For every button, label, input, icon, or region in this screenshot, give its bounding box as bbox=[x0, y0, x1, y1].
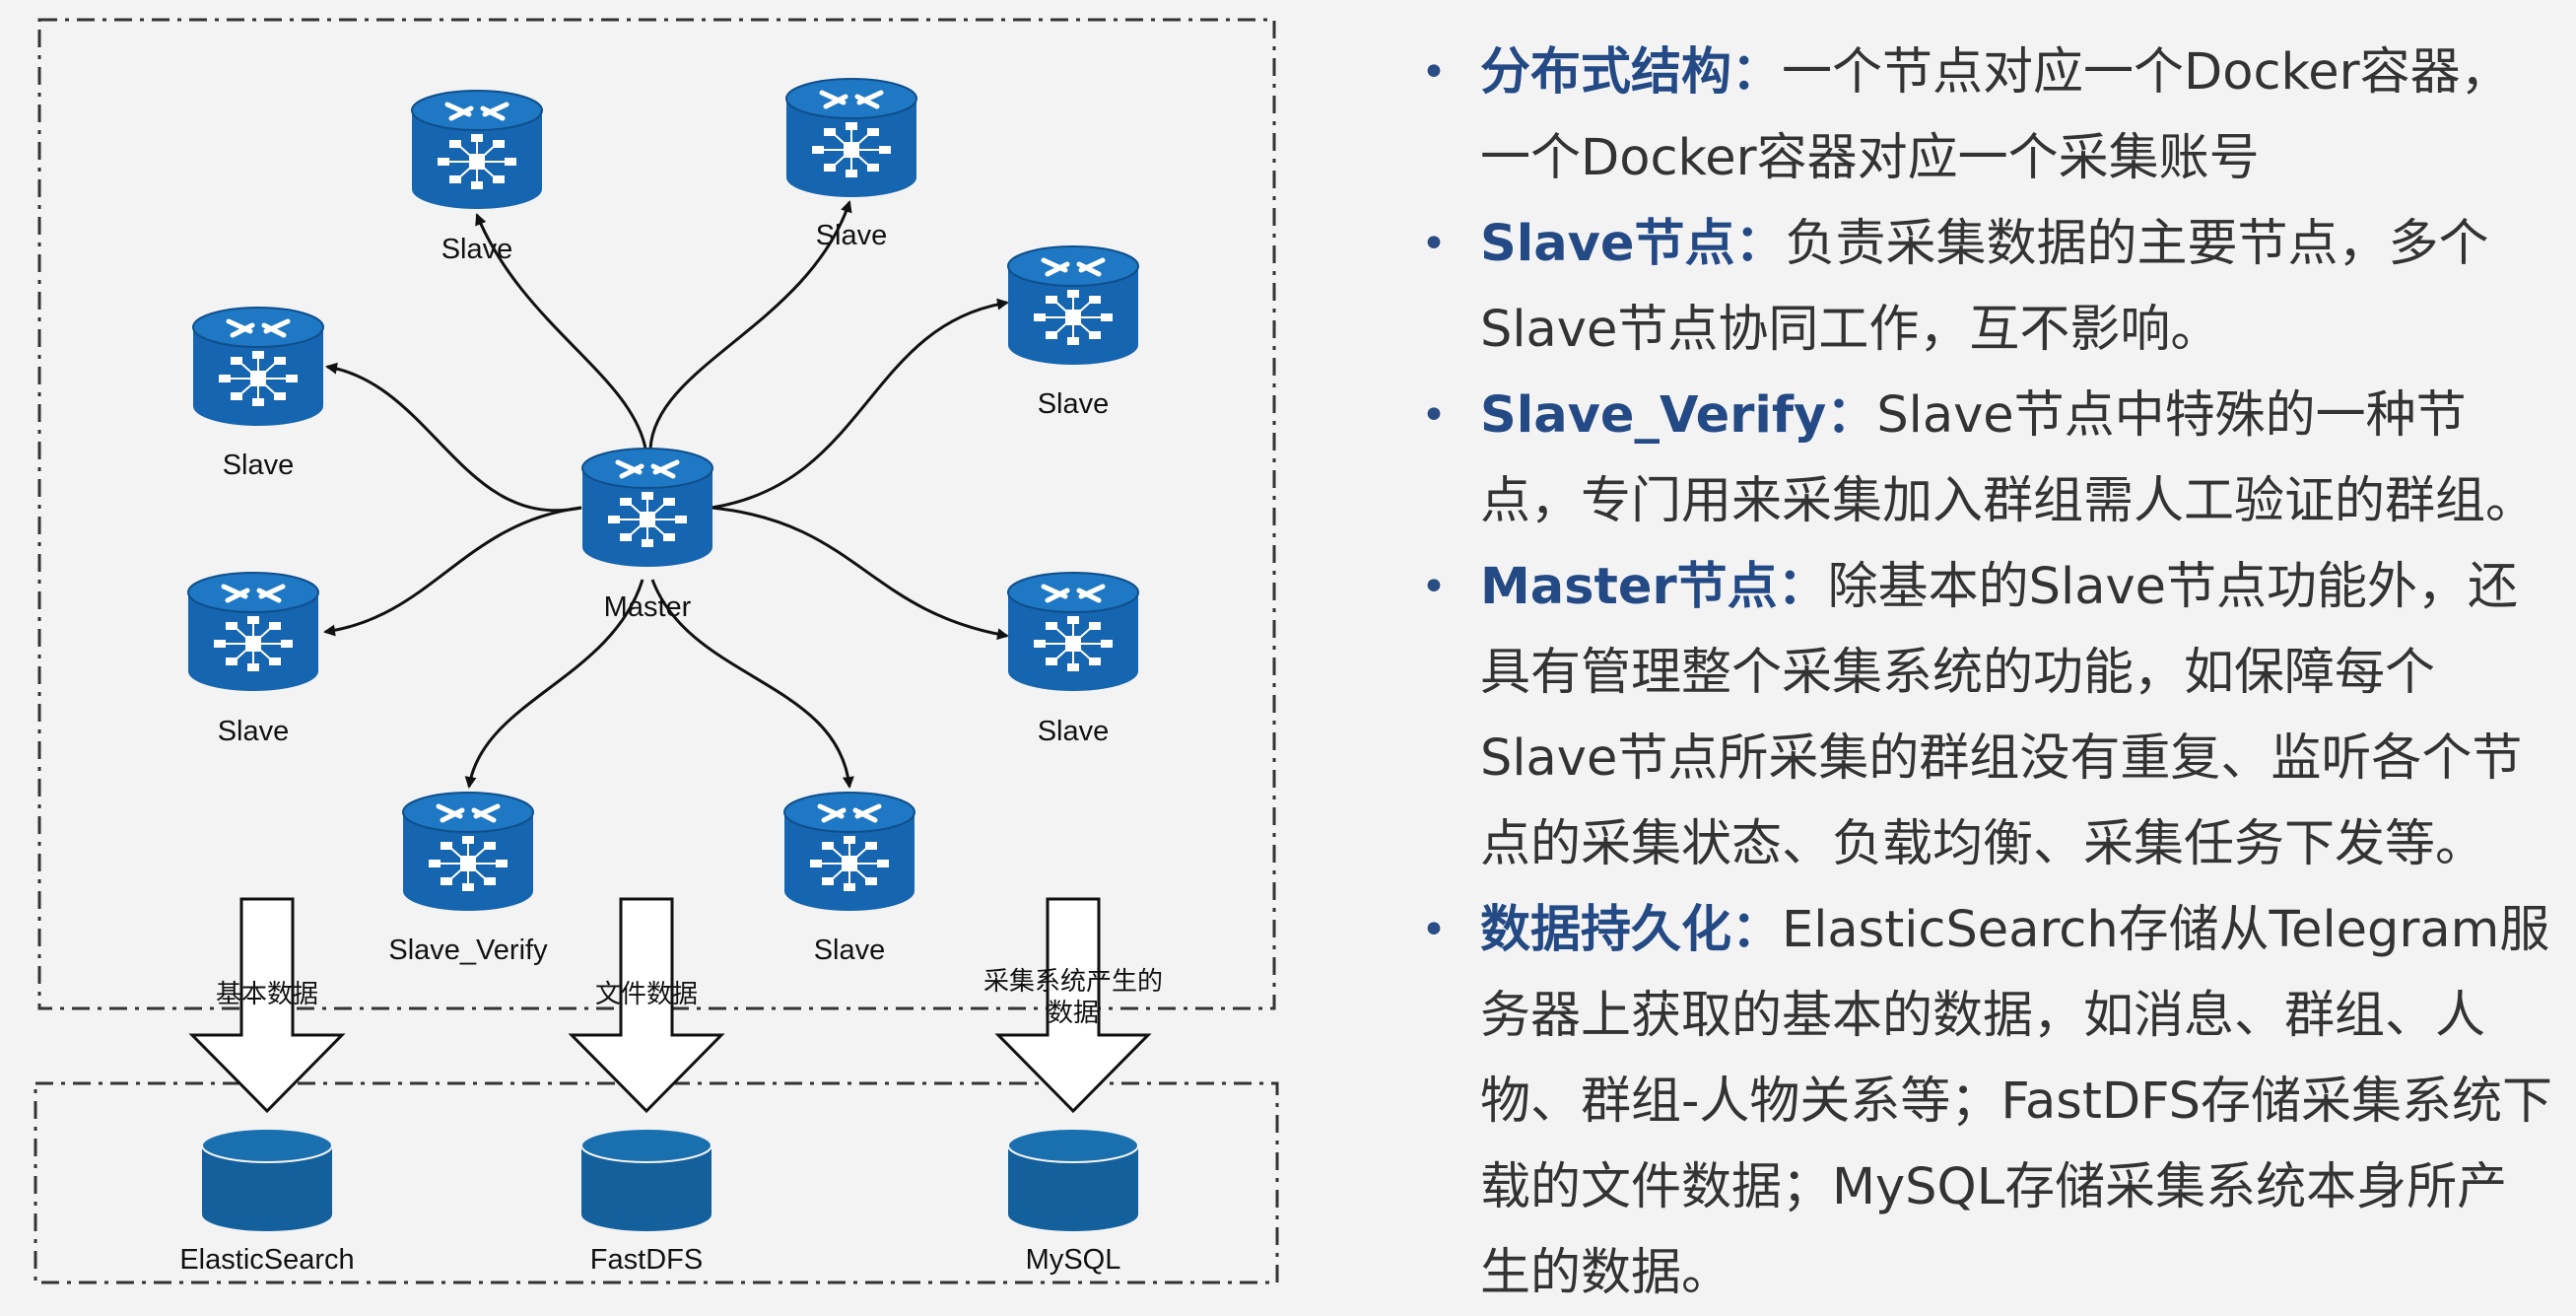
feature-list: • 分布式结构：一个节点对应一个Docker容器，一个Docker容器对应一个采集… bbox=[1421, 30, 2554, 1316]
bullet-term: Master节点： bbox=[1480, 558, 1828, 616]
node-label-slave-verify: Slave_Verify bbox=[388, 935, 548, 966]
bullet-dot: • bbox=[1421, 390, 1447, 441]
router-icon bbox=[192, 307, 324, 426]
router-icon bbox=[411, 90, 543, 209]
database-icon bbox=[580, 1128, 712, 1231]
flow-label: 基本数据 bbox=[216, 979, 318, 1008]
store-label-fastdfs: FastDFS bbox=[590, 1244, 703, 1276]
database-icon bbox=[1007, 1128, 1139, 1231]
bullet-persistence: • 数据持久化：ElasticSearch存储从Telegram服务器上获取的基本… bbox=[1421, 887, 2554, 1316]
flow-label: 文件数据 bbox=[595, 979, 698, 1008]
node-label-slave-top-right: Slave bbox=[816, 220, 888, 251]
bullet-term: Slave节点： bbox=[1480, 215, 1786, 273]
router-icon bbox=[581, 448, 713, 567]
edge-master-to-slave-left-lower bbox=[323, 506, 582, 637]
bullet-dot: • bbox=[1421, 905, 1447, 955]
bullet-distributed: • 分布式结构：一个节点对应一个Docker容器，一个Docker容器对应一个采集… bbox=[1421, 30, 2554, 201]
flow-label: 数据 bbox=[1048, 998, 1099, 1027]
database-icon bbox=[201, 1128, 333, 1231]
node-label-slave-top-left: Slave bbox=[441, 234, 513, 265]
down-arrow-icon bbox=[568, 897, 725, 1114]
bullet-term: 数据持久化： bbox=[1480, 901, 1783, 959]
cluster-frame bbox=[37, 18, 1276, 1010]
edge-master-to-slave-right-upper bbox=[711, 298, 1009, 510]
bullet-slave: • Slave节点：负责采集数据的主要节点，多个Slave节点协同工作，互不影响。 bbox=[1421, 201, 2554, 373]
node-label-slave-left-upper: Slave bbox=[223, 450, 295, 481]
down-arrow-icon bbox=[188, 897, 346, 1114]
flow-label: 采集系统产生的 bbox=[983, 966, 1163, 996]
storage-frame bbox=[34, 1081, 1279, 1284]
edge-master-to-slave-top-left bbox=[475, 213, 647, 450]
bullet-term: 分布式结构： bbox=[1480, 43, 1783, 102]
edge-master-to-slave-verify bbox=[464, 579, 644, 789]
store-label-elasticsearch: ElasticSearch bbox=[179, 1244, 354, 1276]
node-label-slave-bottom: Slave bbox=[814, 935, 886, 966]
store-label-mysql: MySQL bbox=[1026, 1244, 1121, 1276]
bullet-text: 除基本的Slave节点功能外，还具有管理整个采集系统的功能，如保障每个Slave… bbox=[1480, 558, 2523, 873]
node-label-slave-right-upper: Slave bbox=[1038, 388, 1110, 420]
edge-master-to-slave-top-right bbox=[648, 200, 852, 450]
bullet-dot: • bbox=[1421, 219, 1447, 269]
bullet-slave-verify: • Slave_Verify：Slave节点中特殊的一种节点，专门用来采集加入群组… bbox=[1421, 373, 2554, 544]
bullet-text: ElasticSearch存储从Telegram服务器上获取的基本的数据，如消息… bbox=[1480, 901, 2552, 1302]
router-icon bbox=[785, 78, 917, 197]
edge-master-to-slave-bottom bbox=[650, 579, 854, 789]
bullet-text: Slave节点中特殊的一种节点，专门用来采集加入群组需人工验证的群组。 bbox=[1480, 386, 2537, 530]
bullet-dot: • bbox=[1421, 562, 1447, 612]
bullet-text: 一个节点对应一个Docker容器，一个Docker容器对应一个采集账号 bbox=[1480, 43, 2511, 187]
router-icon bbox=[1007, 245, 1139, 365]
node-label-master: Master bbox=[604, 591, 692, 623]
router-icon bbox=[187, 572, 319, 691]
down-arrow-icon bbox=[994, 897, 1152, 1114]
router-icon bbox=[402, 792, 534, 911]
node-label-slave-left-lower: Slave bbox=[218, 716, 290, 747]
router-icon bbox=[783, 792, 915, 911]
bullet-text: 负责采集数据的主要节点，多个Slave节点协同工作，互不影响。 bbox=[1480, 215, 2489, 359]
router-icon bbox=[1007, 572, 1139, 691]
bullet-term: Slave_Verify： bbox=[1480, 386, 1877, 445]
bullet-dot: • bbox=[1421, 47, 1447, 98]
bullet-master: • Master节点：除基本的Slave节点功能外，还具有管理整个采集系统的功能，… bbox=[1421, 544, 2554, 887]
node-label-slave-right-lower: Slave bbox=[1038, 716, 1110, 747]
edge-master-to-slave-left-upper bbox=[325, 362, 582, 513]
edge-master-to-slave-right-lower bbox=[711, 506, 1009, 641]
